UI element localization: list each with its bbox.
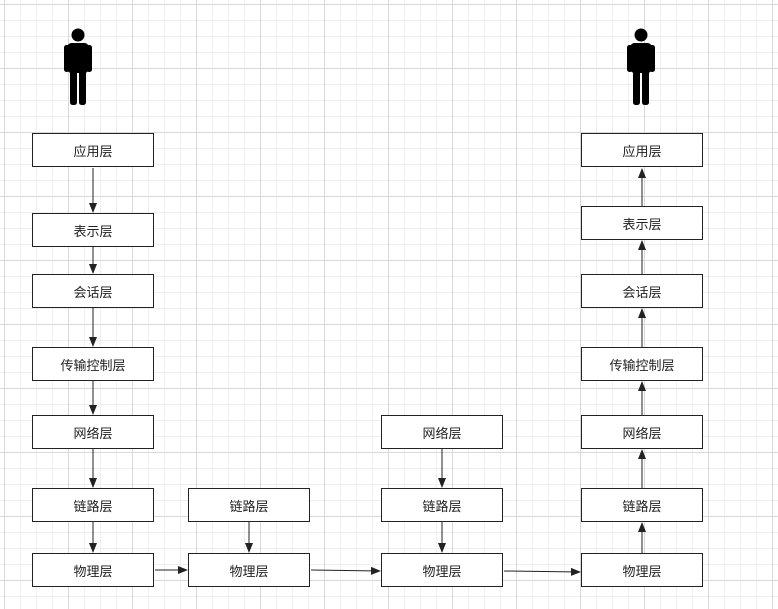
receiver-physical-layer: 物理层 <box>581 553 703 587</box>
switch-physical-layer: 物理层 <box>188 553 310 587</box>
switch-link-layer: 链路层 <box>188 488 310 522</box>
sender-application-layer: 应用层 <box>32 133 154 167</box>
sender-physical-layer: 物理层 <box>32 553 154 587</box>
sender-session-layer: 会话层 <box>32 274 154 308</box>
receiver-session-layer: 会话层 <box>581 274 703 308</box>
sender-presentation-layer: 表示层 <box>32 213 154 247</box>
receiver-presentation-layer: 表示层 <box>581 206 703 240</box>
arrow-physical-router-to-receiver <box>503 567 581 576</box>
router-network-layer: 网络层 <box>381 415 503 449</box>
sender-link-layer: 链路层 <box>32 488 154 522</box>
sender-network-layer: 网络层 <box>32 415 154 449</box>
arrow-physical-switch-to-router <box>310 566 381 575</box>
receiver-transport-layer: 传输控制层 <box>581 347 703 381</box>
person-icon <box>64 28 92 105</box>
sender-transport-layer: 传输控制层 <box>32 347 154 381</box>
receiver-network-layer: 网络层 <box>581 415 703 449</box>
receiver-link-layer: 链路层 <box>581 488 703 522</box>
router-link-layer: 链路层 <box>381 488 503 522</box>
router-physical-layer: 物理层 <box>381 553 503 587</box>
person-icon <box>627 28 655 105</box>
receiver-application-layer: 应用层 <box>581 133 703 167</box>
